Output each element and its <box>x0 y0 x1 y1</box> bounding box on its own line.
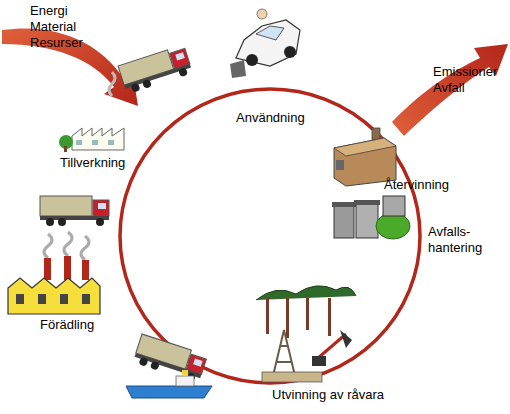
refinery-icon <box>8 232 100 314</box>
extraction-icon <box>256 286 356 382</box>
factory-icon <box>59 128 124 152</box>
cycle-ring <box>120 89 420 383</box>
stage-label: Återvinning <box>384 177 449 193</box>
output-label: Emissioner Avfall <box>433 64 505 96</box>
input-label: Energi Material Resurser <box>30 3 92 51</box>
truck-icon <box>40 196 109 226</box>
ship-icon <box>126 370 212 398</box>
stage-label: Avfalls- hantering <box>428 224 492 256</box>
truck-icon <box>133 334 208 384</box>
exhaust-smoke <box>109 72 115 96</box>
waste-bins-icon <box>332 196 410 239</box>
stage-label: Tillverkning <box>60 155 125 171</box>
stage-label: Utvinning av råvara <box>272 387 384 403</box>
stage-label: Förädling <box>40 317 94 333</box>
truck-icon <box>118 45 193 95</box>
stage-label: Användning <box>236 110 305 126</box>
car-icon <box>230 9 300 78</box>
output-arrow <box>392 44 508 136</box>
